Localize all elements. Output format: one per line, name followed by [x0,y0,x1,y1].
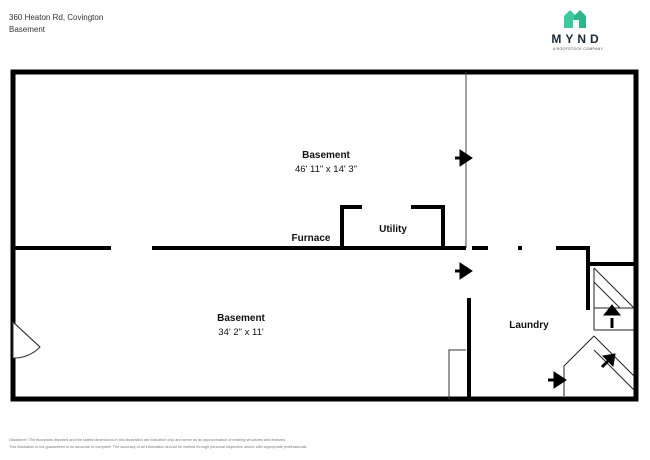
logo-tagline: A ROOFSTOCK COMPANY [552,47,604,51]
arrow-up-right-icon [600,353,616,369]
room-name-furnace: Furnace [292,233,331,244]
room-name-laundry: Laundry [509,320,549,331]
arrow-right-icon [548,371,567,389]
room-name-basement-lower: Basement [217,313,265,324]
arrow-right-icon [455,149,473,167]
logo-wordmark: MYND [551,32,603,46]
stairs [563,267,635,396]
floor-level-label: Basement [9,25,46,34]
room-name-utility: Utility [379,224,407,235]
interior-walls [13,205,636,399]
door-swing [12,320,41,359]
property-address: 360 Heaton Rd, Covington [9,13,104,22]
room-name-basement-upper: Basement [302,150,350,161]
disclaimer-line-2: This illustration is not guaranteed to b… [9,445,308,449]
house-logo-icon [564,10,586,28]
disclaimer-line-1: Disclaimer: The floorplans depicted and … [9,438,287,442]
room-dimensions-basement-lower: 34' 2" x 11' [218,327,264,338]
closet [448,349,466,399]
arrow-right-icon [455,262,473,280]
mynd-logo: MYND A ROOFSTOCK COMPANY [548,8,608,52]
arrow-up-icon [602,304,622,328]
room-dimensions-basement-upper: 46' 11" x 14' 3" [295,164,357,175]
direction-arrows [455,149,622,389]
exterior-walls [10,69,639,402]
